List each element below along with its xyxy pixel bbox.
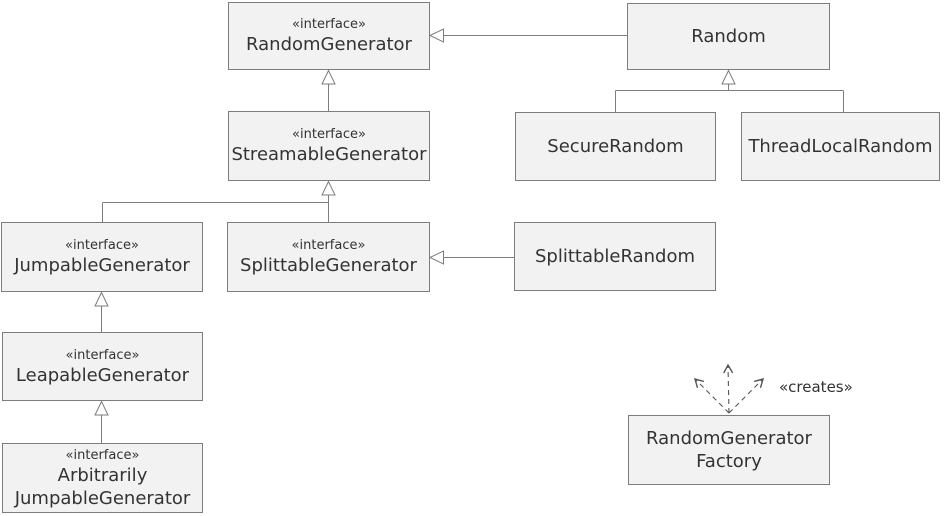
class-name: StreamableGenerator bbox=[231, 144, 427, 165]
triangle-arrowhead bbox=[321, 69, 336, 85]
class-box-splittablegenerator: «interface» SplittableGenerator bbox=[227, 222, 430, 292]
class-box-leapablegenerator: «interface» LeapableGenerator bbox=[2, 332, 203, 401]
class-name: LeapableGenerator bbox=[15, 364, 190, 386]
stereotype-label: «interface» bbox=[291, 238, 366, 253]
class-name-line2: Factory bbox=[696, 451, 762, 472]
class-name: SecureRandom bbox=[547, 136, 684, 157]
class-box-jumpablegenerator: «interface» JumpableGenerator bbox=[1, 222, 203, 292]
class-name: SplittableRandom bbox=[534, 246, 696, 267]
stereotype-label: «interface» bbox=[65, 347, 140, 363]
class-box-threadlocalrandom: ThreadLocalRandom bbox=[741, 112, 940, 181]
creates-edge-label: «creates» bbox=[779, 378, 853, 396]
class-name: JumpableGenerator bbox=[14, 255, 190, 276]
triangle-arrowhead bbox=[721, 69, 736, 85]
class-name: SplittableGenerator bbox=[240, 255, 417, 276]
stereotype-label: «interface» bbox=[292, 127, 366, 142]
class-box-randomgenerator: «interface» RandomGenerator bbox=[228, 2, 430, 70]
stereotype-label: «interface» bbox=[292, 17, 366, 32]
class-name: ThreadLocalRandom bbox=[748, 136, 933, 157]
class-name: RandomGenerator bbox=[246, 34, 412, 55]
class-box-randomgeneratorfactory: RandomGenerator Factory bbox=[628, 415, 830, 485]
class-name-line2: JumpableGenerator bbox=[14, 487, 191, 509]
class-name-line1: Arbitrarily bbox=[57, 464, 148, 486]
class-box-arbitrarilyjumpablegenerator: «interface» Arbitrarily JumpableGenerato… bbox=[2, 443, 203, 513]
triangle-arrowhead bbox=[428, 250, 444, 265]
class-box-random: Random bbox=[627, 3, 830, 70]
creates-arrow-middle bbox=[723, 363, 734, 414]
creates-arrow-right bbox=[728, 377, 765, 414]
creates-arrow-left bbox=[693, 377, 730, 414]
triangle-arrowhead bbox=[428, 28, 444, 43]
class-box-securerandom: SecureRandom bbox=[515, 112, 716, 181]
triangle-arrowhead bbox=[94, 291, 109, 307]
class-name-line1: RandomGenerator bbox=[646, 428, 812, 449]
stereotype-label: «interface» bbox=[65, 447, 140, 463]
triangle-arrowhead bbox=[321, 180, 336, 196]
stereotype-label: «interface» bbox=[65, 238, 139, 253]
triangle-arrowhead bbox=[94, 400, 109, 416]
class-box-splittablerandom: SplittableRandom bbox=[514, 222, 716, 291]
class-name: Random bbox=[691, 26, 766, 47]
class-box-streamablegenerator: «interface» StreamableGenerator bbox=[228, 111, 430, 181]
